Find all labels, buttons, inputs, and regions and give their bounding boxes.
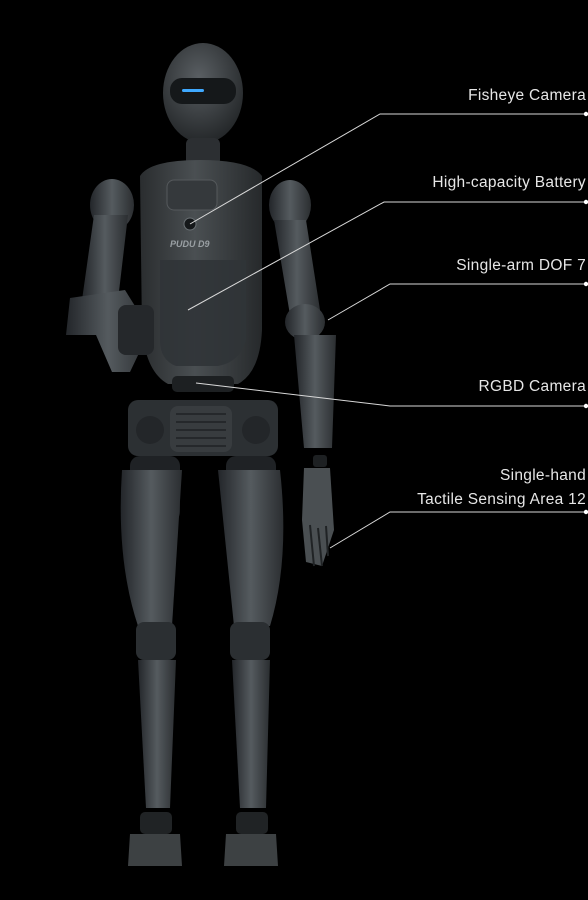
callout-rgbd-camera: RGBD Camera: [478, 375, 586, 399]
robot-head: [163, 43, 243, 166]
callout-high-capacity-battery: High-capacity Battery: [432, 171, 586, 195]
eye-light-icon: [182, 89, 204, 92]
robot-left-arm: [66, 215, 154, 372]
callout-fisheye-camera-text: Fisheye Camera: [468, 87, 586, 104]
robot-left-leg: [120, 456, 182, 866]
callout-fisheye-camera: Fisheye Camera: [468, 84, 586, 108]
robot-right-leg: [218, 456, 284, 866]
callout-dof-text: Single-arm DOF 7: [456, 257, 586, 274]
robot-logo: PUDU D9: [170, 239, 210, 249]
robot-pelvis: [128, 400, 278, 456]
callout-tactile-sensing: Single-hand Tactile Sensing Area 12: [417, 464, 586, 512]
callout-tactile-line1: Single-hand: [499, 467, 586, 484]
callout-single-arm-dof: Single-arm DOF 7: [456, 254, 586, 278]
robot-right-arm: [274, 220, 336, 567]
callout-tactile-line2: Tactile Sensing Area 12: [417, 491, 586, 508]
robot-torso: PUDU D9: [140, 160, 262, 392]
callout-battery-text: High-capacity Battery: [432, 174, 586, 191]
callout-rgbd-text: RGBD Camera: [478, 378, 586, 395]
